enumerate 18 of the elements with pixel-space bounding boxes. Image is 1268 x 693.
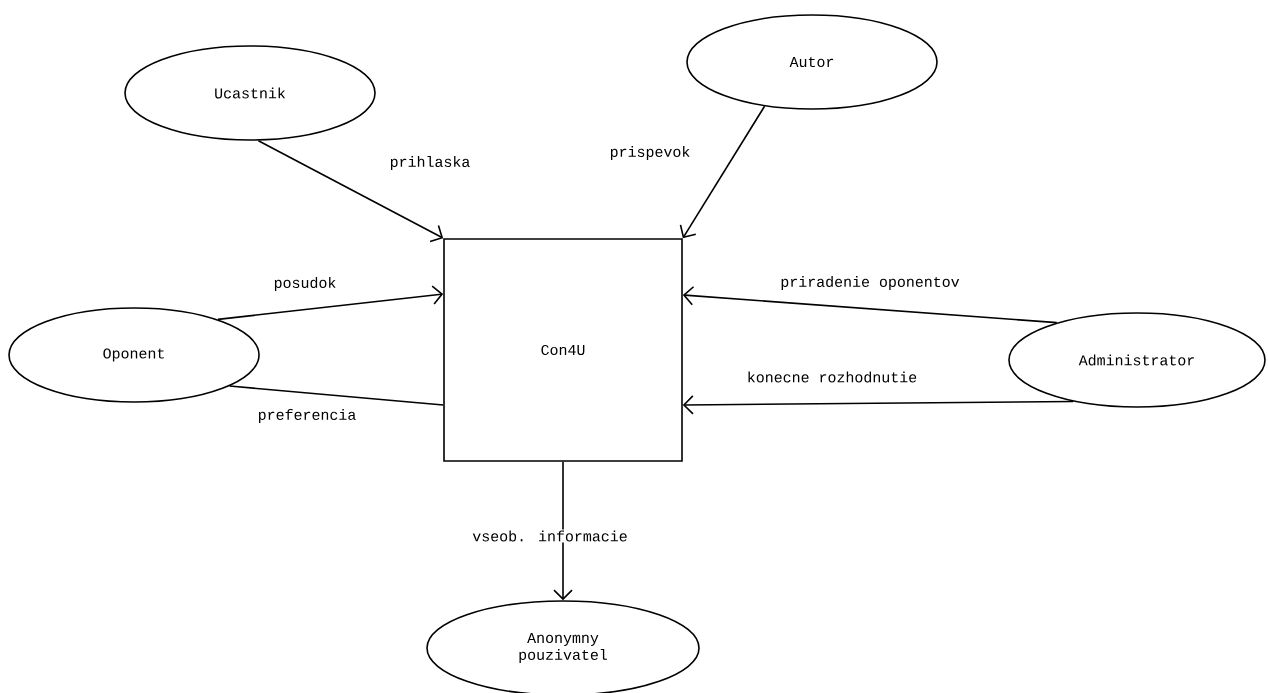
system-box: Con4U <box>443 238 683 462</box>
arrow <box>553 461 573 601</box>
edge-label: prispevok <box>608 145 692 161</box>
ellipse-node: Autor <box>686 14 938 110</box>
arrow <box>217 285 444 321</box>
edge-label: vseob. informacie <box>471 529 629 543</box>
ellipse-node: Oponent <box>8 307 260 403</box>
arrow <box>257 139 444 243</box>
ellipse-node: Administrator <box>1008 312 1266 408</box>
arrow <box>682 285 1058 324</box>
edge-label: preferencia <box>256 408 358 424</box>
edge-label: posudok <box>272 276 338 292</box>
edge-label: priradenie oponentov <box>779 275 961 291</box>
edge-label: prihlaska <box>388 155 472 171</box>
ellipse-node: Ucastnik <box>124 45 376 141</box>
edge-label: konecne rozhodnutie <box>745 370 919 384</box>
arrow <box>679 105 766 239</box>
arrow <box>682 395 1074 415</box>
